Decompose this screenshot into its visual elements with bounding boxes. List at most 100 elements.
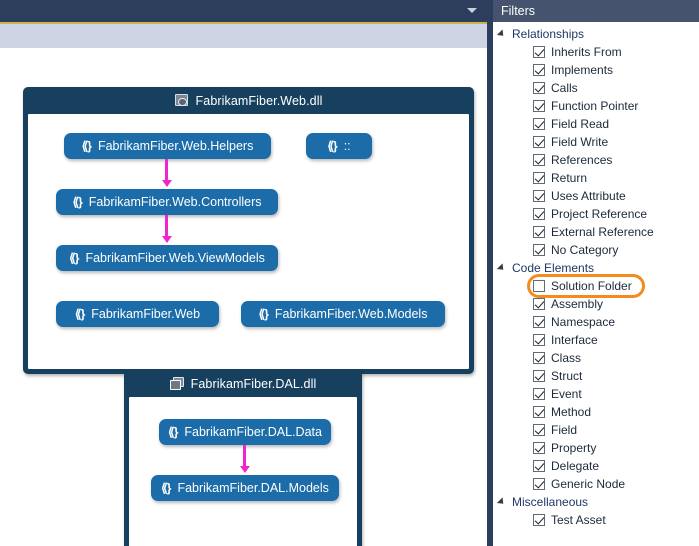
assembly-container-dal[interactable]: FabrikamFiber.DAL.dll ⟪} FabrikamFiber.D… — [124, 370, 362, 546]
filter-item-label: Namespace — [551, 315, 616, 329]
checkbox-external-reference[interactable] — [533, 226, 545, 238]
checkbox-calls[interactable] — [533, 82, 545, 94]
namespace-node-web-controllers[interactable]: ⟪} FabrikamFiber.Web.Controllers — [56, 189, 278, 215]
arrowhead — [161, 236, 172, 243]
namespace-node-global[interactable]: ⟪} :: — [306, 133, 372, 159]
checkbox-generic-node[interactable] — [533, 478, 545, 490]
filter-item-label: Generic Node — [551, 477, 626, 491]
namespace-node-web-helpers[interactable]: ⟪} FabrikamFiber.Web.Helpers — [64, 133, 271, 159]
filter-item-label: No Category — [551, 243, 619, 257]
filter-item-external-reference[interactable]: External Reference — [493, 223, 699, 241]
filter-item-label: Field Read — [551, 117, 610, 131]
checkbox-field-write[interactable] — [533, 136, 545, 148]
filter-item-method[interactable]: Method — [493, 403, 699, 421]
checkbox-project-reference[interactable] — [533, 208, 545, 220]
filter-item-label: Interface — [551, 333, 598, 347]
filter-item-calls[interactable]: Calls — [493, 79, 699, 97]
checkbox-field-read[interactable] — [533, 118, 545, 130]
filter-item-references[interactable]: References — [493, 151, 699, 169]
node-label: FabrikamFiber.DAL.Models — [177, 481, 329, 495]
filter-item-test-asset[interactable]: Test Asset — [493, 511, 699, 529]
expander-icon[interactable] — [496, 29, 507, 39]
filter-item-struct[interactable]: Struct — [493, 367, 699, 385]
filter-item-function-pointer[interactable]: Function Pointer — [493, 97, 699, 115]
filter-item-return[interactable]: Return — [493, 169, 699, 187]
filter-item-class[interactable]: Class — [493, 349, 699, 367]
node-label: FabrikamFiber.Web.ViewModels — [85, 251, 265, 265]
filter-group-miscellaneous[interactable]: Miscellaneous — [493, 493, 699, 511]
filter-item-field[interactable]: Field — [493, 421, 699, 439]
filter-group-relationships[interactable]: Relationships — [493, 25, 699, 43]
filter-item-delegate[interactable]: Delegate — [493, 457, 699, 475]
filter-item-assembly[interactable]: Assembly — [493, 295, 699, 313]
filter-item-uses-attribute[interactable]: Uses Attribute — [493, 187, 699, 205]
arrowhead — [161, 180, 172, 187]
filter-item-namespace[interactable]: Namespace — [493, 313, 699, 331]
filter-item-project-reference[interactable]: Project Reference — [493, 205, 699, 223]
filter-item-no-category[interactable]: No Category — [493, 241, 699, 259]
toolbar — [0, 0, 487, 22]
filter-item-label: Uses Attribute — [551, 189, 626, 203]
namespace-icon: ⟪} — [168, 425, 178, 439]
filter-item-generic-node[interactable]: Generic Node — [493, 475, 699, 493]
checkbox-solution-folder[interactable] — [533, 280, 545, 292]
toolbar-secondary — [0, 24, 487, 48]
namespace-node-dal-models[interactable]: ⟪} FabrikamFiber.DAL.Models — [151, 475, 339, 501]
code-map-canvas[interactable]: FabrikamFiber.Web.dll ⟪} FabrikamFiber.W… — [0, 48, 487, 546]
expander-icon[interactable] — [496, 497, 507, 507]
filter-item-field-write[interactable]: Field Write — [493, 133, 699, 151]
checkbox-method[interactable] — [533, 406, 545, 418]
filter-item-property[interactable]: Property — [493, 439, 699, 457]
filter-item-label: Inherits From — [551, 45, 622, 59]
checkbox-field[interactable] — [533, 424, 545, 436]
filter-item-label: Field Write — [551, 135, 609, 149]
namespace-node-web-models[interactable]: ⟪} FabrikamFiber.Web.Models — [241, 301, 445, 327]
checkbox-function-pointer[interactable] — [533, 100, 545, 112]
web-assembly-icon — [174, 94, 190, 108]
checkbox-namespace[interactable] — [533, 316, 545, 328]
filter-item-label: Property — [551, 441, 597, 455]
assembly-container-web[interactable]: FabrikamFiber.Web.dll ⟪} FabrikamFiber.W… — [23, 87, 474, 374]
expander-icon[interactable] — [496, 263, 507, 273]
checkbox-uses-attribute[interactable] — [533, 190, 545, 202]
namespace-node-web-viewmodels[interactable]: ⟪} FabrikamFiber.Web.ViewModels — [56, 245, 278, 271]
checkbox-references[interactable] — [533, 154, 545, 166]
edge-controllers-to-viewmodels — [165, 215, 168, 238]
checkbox-assembly[interactable] — [533, 298, 545, 310]
filter-item-solution-folder[interactable]: Solution Folder — [493, 274, 699, 298]
filter-item-inherits-from[interactable]: Inherits From — [493, 43, 699, 61]
checkbox-inherits-from[interactable] — [533, 46, 545, 58]
checkbox-no-category[interactable] — [533, 244, 545, 256]
filter-item-label: Test Asset — [551, 513, 606, 527]
node-label: FabrikamFiber.Web.Controllers — [88, 195, 262, 209]
filter-item-label: Method — [551, 405, 592, 419]
checkbox-event[interactable] — [533, 388, 545, 400]
assembly-title-web: FabrikamFiber.Web.dll — [195, 94, 323, 108]
checkbox-struct[interactable] — [533, 370, 545, 382]
checkbox-interface[interactable] — [533, 334, 545, 346]
checkbox-class[interactable] — [533, 352, 545, 364]
checkbox-delegate[interactable] — [533, 460, 545, 472]
namespace-node-dal-data[interactable]: ⟪} FabrikamFiber.DAL.Data — [159, 419, 331, 445]
filter-item-label: Event — [551, 387, 582, 401]
filter-item-interface[interactable]: Interface — [493, 331, 699, 349]
checkbox-implements[interactable] — [533, 64, 545, 76]
filter-item-label: Struct — [551, 369, 583, 383]
namespace-node-web[interactable]: ⟪} FabrikamFiber.Web — [56, 301, 219, 327]
filter-group-label: Relationships — [512, 27, 585, 41]
checkbox-property[interactable] — [533, 442, 545, 454]
accent-divider — [0, 22, 487, 24]
checkbox-return[interactable] — [533, 172, 545, 184]
filter-item-event[interactable]: Event — [493, 385, 699, 403]
filter-group-code-elements[interactable]: Code Elements — [493, 259, 699, 277]
checkbox-test-asset[interactable] — [533, 514, 545, 526]
chevron-down-icon[interactable] — [467, 8, 477, 13]
node-label: FabrikamFiber.DAL.Data — [184, 425, 322, 439]
filter-item-label: References — [551, 153, 613, 167]
filter-item-label: Assembly — [551, 297, 604, 311]
filter-item-label: Return — [551, 171, 588, 185]
filter-item-implements[interactable]: Implements — [493, 61, 699, 79]
namespace-icon: ⟪} — [327, 139, 337, 153]
filter-item-field-read[interactable]: Field Read — [493, 115, 699, 133]
